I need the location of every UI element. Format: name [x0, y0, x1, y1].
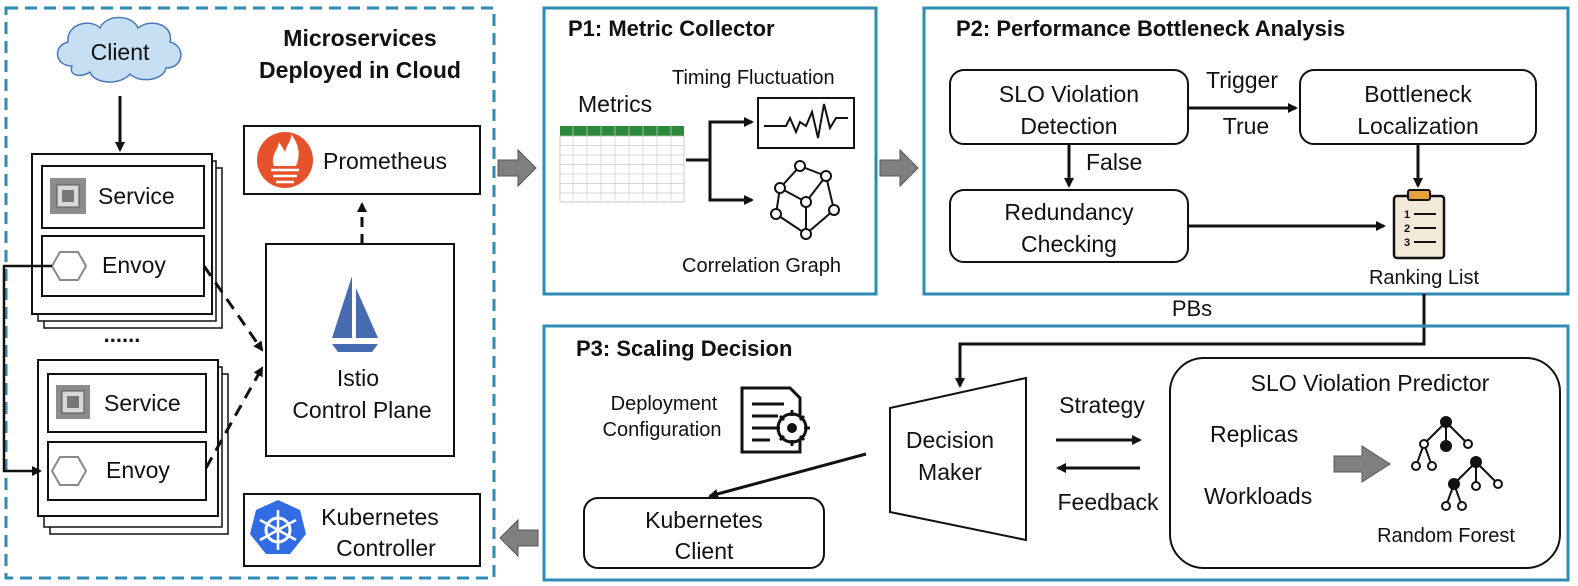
envoy-link — [2, 264, 52, 476]
workloads-label: Workloads — [1204, 483, 1312, 509]
false-label: False — [1086, 149, 1142, 175]
redundancy-label: Redundancy — [1004, 199, 1134, 225]
cloud-panel-subtitle: Deployed in Cloud — [259, 57, 461, 83]
k8s-controller-sublabel: Controller — [336, 535, 436, 561]
metrics-table-icon — [559, 126, 685, 203]
true-label: True — [1223, 113, 1269, 139]
service-group-1: Service Envoy — [31, 153, 223, 329]
envoy-hexagon-icon — [50, 456, 88, 486]
envoy-label-1: Envoy — [102, 252, 166, 278]
slo-detection-label: SLO Violation — [999, 81, 1139, 107]
k8s-client-sublabel: Client — [675, 538, 734, 564]
ellipsis: ...... — [104, 322, 141, 347]
cloud-panel — [4, 6, 496, 580]
p2-panel — [922, 6, 1570, 296]
istio-label: Istio — [337, 365, 379, 391]
cloud-panel-title: Microservices — [283, 25, 436, 51]
prometheus-icon — [257, 132, 313, 188]
correlation-label: Correlation Graph — [682, 255, 841, 277]
timing-label: Timing Fluctuation — [672, 67, 835, 89]
replicas-label: Replicas — [1210, 421, 1298, 447]
k8s-client-box — [583, 497, 825, 569]
service-label-1: Service — [98, 183, 175, 209]
feedback-label: Feedback — [1057, 489, 1159, 515]
deployment-sublabel: Configuration — [603, 419, 722, 441]
svg-text:3: 3 — [1404, 237, 1410, 249]
chip-icon — [56, 385, 90, 419]
pbs-label: PBs — [1172, 296, 1212, 321]
timing-chart-box — [757, 97, 855, 149]
prometheus-label: Prometheus — [323, 148, 447, 174]
config-document-icon — [740, 386, 810, 454]
predictor-title: SLO Violation Predictor — [1251, 370, 1490, 396]
svg-text:1: 1 — [1404, 209, 1410, 221]
istio-sail-icon — [332, 276, 378, 352]
strategy-label: Strategy — [1059, 392, 1145, 418]
metrics-label: Metrics — [578, 91, 652, 117]
p2-title: P2: Performance Bottleneck Analysis — [956, 16, 1345, 41]
ranking-list-icon: 1 2 3 — [1392, 189, 1446, 260]
svg-text:2: 2 — [1404, 223, 1410, 235]
decision-maker-label: Decision — [906, 427, 994, 453]
decision-maker-shape — [889, 376, 1027, 542]
p3-title: P3: Scaling Decision — [576, 336, 792, 361]
client-label: Client — [91, 39, 150, 65]
fluctuation-line — [764, 103, 848, 139]
redundancy-sublabel: Checking — [1021, 231, 1117, 257]
ranking-list-label: Ranking List — [1369, 267, 1480, 289]
random-forest-icon — [1411, 416, 1503, 511]
block-arrow-to-forest — [1333, 445, 1391, 483]
p3-panel — [542, 324, 1570, 582]
bottleneck-label: Bottleneck — [1364, 81, 1472, 107]
p1-title: P1: Metric Collector — [568, 16, 775, 41]
istio-sublabel: Control Plane — [292, 397, 431, 423]
bottleneck-sublabel: Localization — [1357, 113, 1478, 139]
decision-maker-sublabel: Maker — [918, 459, 982, 485]
envoy-label-2: Envoy — [106, 457, 170, 483]
k8s-controller-label: Kubernetes — [321, 504, 439, 530]
kubernetes-icon — [250, 500, 306, 554]
block-arrow-to-cloud — [499, 518, 539, 558]
correlation-graph-icon — [770, 160, 840, 240]
chip-icon — [50, 178, 86, 214]
service-group-2: Service Envoy — [37, 359, 229, 535]
pbs-connector — [955, 294, 1426, 388]
envoy-hexagon-icon — [50, 251, 88, 281]
p1-panel — [542, 6, 878, 296]
service-label-2: Service — [104, 390, 181, 416]
k8s-client-label: Kubernetes — [645, 507, 763, 533]
block-arrow-to-p2 — [879, 148, 919, 188]
slo-detection-sublabel: Detection — [1020, 113, 1117, 139]
deployment-label: Deployment — [611, 393, 718, 415]
trigger-label: Trigger — [1206, 67, 1278, 93]
client-cloud: Client — [56, 16, 182, 83]
random-forest-label: Random Forest — [1377, 525, 1515, 547]
block-arrow-to-p1 — [497, 148, 537, 188]
